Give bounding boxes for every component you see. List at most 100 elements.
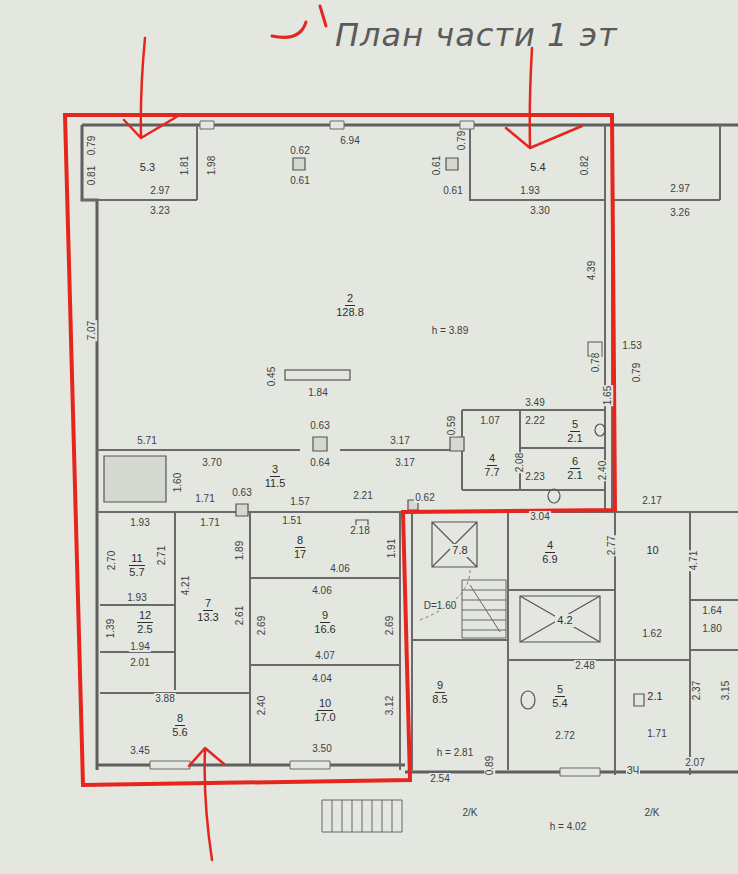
dimension-label: 2.37 xyxy=(692,679,703,700)
dimension-label: 0.79 xyxy=(632,361,643,382)
room: 85.6 xyxy=(120,700,240,750)
dimension-label: 2.97 xyxy=(669,183,690,194)
dimension-label: 4.07 xyxy=(314,650,335,661)
room-area: 5.7 xyxy=(127,566,146,579)
dimension-label: 0.59 xyxy=(447,414,458,435)
dimension-label: 3.45 xyxy=(129,745,150,756)
room-area: 7.8 xyxy=(450,544,469,557)
dimension-label: 0.62 xyxy=(414,492,435,503)
dimension-label: 5.71 xyxy=(136,435,157,446)
dimension-label: 2.54 xyxy=(429,773,450,784)
dimension-label: h = 2.81 xyxy=(436,747,474,758)
dimension-label: 0.64 xyxy=(309,457,330,468)
room-number: 4 xyxy=(545,539,555,553)
room-area: 2.1 xyxy=(645,690,664,703)
dimension-label: 1.53 xyxy=(621,340,642,351)
dimension-label: 3.12 xyxy=(385,694,396,715)
dimension-label: 2.70 xyxy=(107,549,118,570)
dimension-label: 0.78 xyxy=(591,351,602,372)
room-area: 5.3 xyxy=(138,161,157,174)
dimension-label: 3.26 xyxy=(669,207,690,218)
room-number: 10 xyxy=(317,697,333,711)
room-number: 8 xyxy=(175,712,185,726)
dimension-label: h = 4.02 xyxy=(549,821,587,832)
dimension-label: 2.69 xyxy=(257,614,268,635)
toilets xyxy=(356,424,644,709)
room: 10 xyxy=(625,520,680,580)
room-area: 4.2 xyxy=(555,614,574,627)
dimension-label: 2.01 xyxy=(129,657,150,668)
room: 98.5 xyxy=(415,665,465,720)
columns xyxy=(104,158,464,516)
entrance-steps xyxy=(322,800,402,832)
dimension-label: 4.04 xyxy=(311,673,332,684)
dimension-label: 1.51 xyxy=(281,515,302,526)
room-area: 8.5 xyxy=(430,693,449,706)
room-number: 6 xyxy=(570,455,580,469)
dimension-label: 0.61 xyxy=(442,185,463,196)
dimension-label: 1.89 xyxy=(235,539,246,560)
dimension-label: 3.30 xyxy=(529,205,550,216)
dimension-label: 3.17 xyxy=(394,457,415,468)
room-area: 17 xyxy=(292,548,308,561)
dimension-label: 1.80 xyxy=(701,623,722,634)
room-number: 11 xyxy=(129,552,144,566)
dimension-label: 1.65 xyxy=(603,384,614,405)
room-number: 12 xyxy=(137,609,153,623)
room: 46.9 xyxy=(515,522,585,582)
room-area: 2.5 xyxy=(135,623,154,636)
dimension-label: 2.08 xyxy=(515,451,526,472)
dimension-label: 2.23 xyxy=(524,471,545,482)
room: 2.1 xyxy=(625,672,685,720)
red-scribble xyxy=(272,6,326,37)
room-area: 13.3 xyxy=(195,611,220,624)
room: 1017.0 xyxy=(255,675,395,745)
dimension-label: 2.22 xyxy=(524,415,545,426)
room-area: 17.0 xyxy=(312,711,337,724)
room-area: 7.7 xyxy=(482,466,501,479)
hall-bar xyxy=(285,370,350,380)
dimension-label: 3.88 xyxy=(154,693,175,704)
dimension-label: 1.60 xyxy=(173,471,184,492)
room-area: 6.9 xyxy=(540,553,559,566)
room-area: 11.5 xyxy=(263,477,288,490)
dimension-label: 3.50 xyxy=(311,743,332,754)
room-area: 10 xyxy=(644,544,660,557)
dimension-label: 3.49 xyxy=(524,397,545,408)
dimension-label: 2.07 xyxy=(684,757,705,768)
dimension-label: 2.69 xyxy=(385,614,396,635)
dimension-label: 7.07 xyxy=(87,319,98,340)
dimension-label: 3.04 xyxy=(529,511,550,522)
dimension-label: 0.63 xyxy=(231,487,252,498)
dimension-label: 2/K xyxy=(643,807,660,818)
room-number: 8 xyxy=(295,534,305,548)
dimension-label: 0.89 xyxy=(485,754,496,775)
room-area: 5.6 xyxy=(170,726,189,739)
dimension-label: 0.79 xyxy=(87,134,98,155)
room-area: 128.8 xyxy=(334,306,366,319)
dimension-label: 1.64 xyxy=(701,605,722,616)
dimension-label: 0.61 xyxy=(289,175,310,186)
dimension-label: 2.21 xyxy=(352,490,373,501)
dimension-label: 1.57 xyxy=(289,496,310,507)
room: 47.7 xyxy=(467,443,517,488)
room: 55.4 xyxy=(520,672,600,720)
dimension-label: 3.15 xyxy=(721,679,732,700)
dimension-label: 0.79 xyxy=(457,129,468,150)
dimension-label: 0.63 xyxy=(309,420,330,431)
dimension-label: 1.91 xyxy=(387,537,398,558)
room-area: 5.4 xyxy=(550,697,569,710)
dimension-label: 1.71 xyxy=(194,493,215,504)
dimension-label: 4.06 xyxy=(329,563,350,574)
red-outline xyxy=(65,115,615,785)
room-number: 5 xyxy=(555,683,565,697)
dimension-label: 4.71 xyxy=(689,549,700,570)
room-number: 7 xyxy=(203,597,213,611)
windows xyxy=(150,121,600,776)
red-arrows xyxy=(124,38,582,860)
dimension-label: 0.81 xyxy=(87,164,98,185)
dimension-label: D=1.60 xyxy=(423,600,458,611)
dimension-label: 1.93 xyxy=(129,517,150,528)
elevator-shafts xyxy=(432,522,600,642)
